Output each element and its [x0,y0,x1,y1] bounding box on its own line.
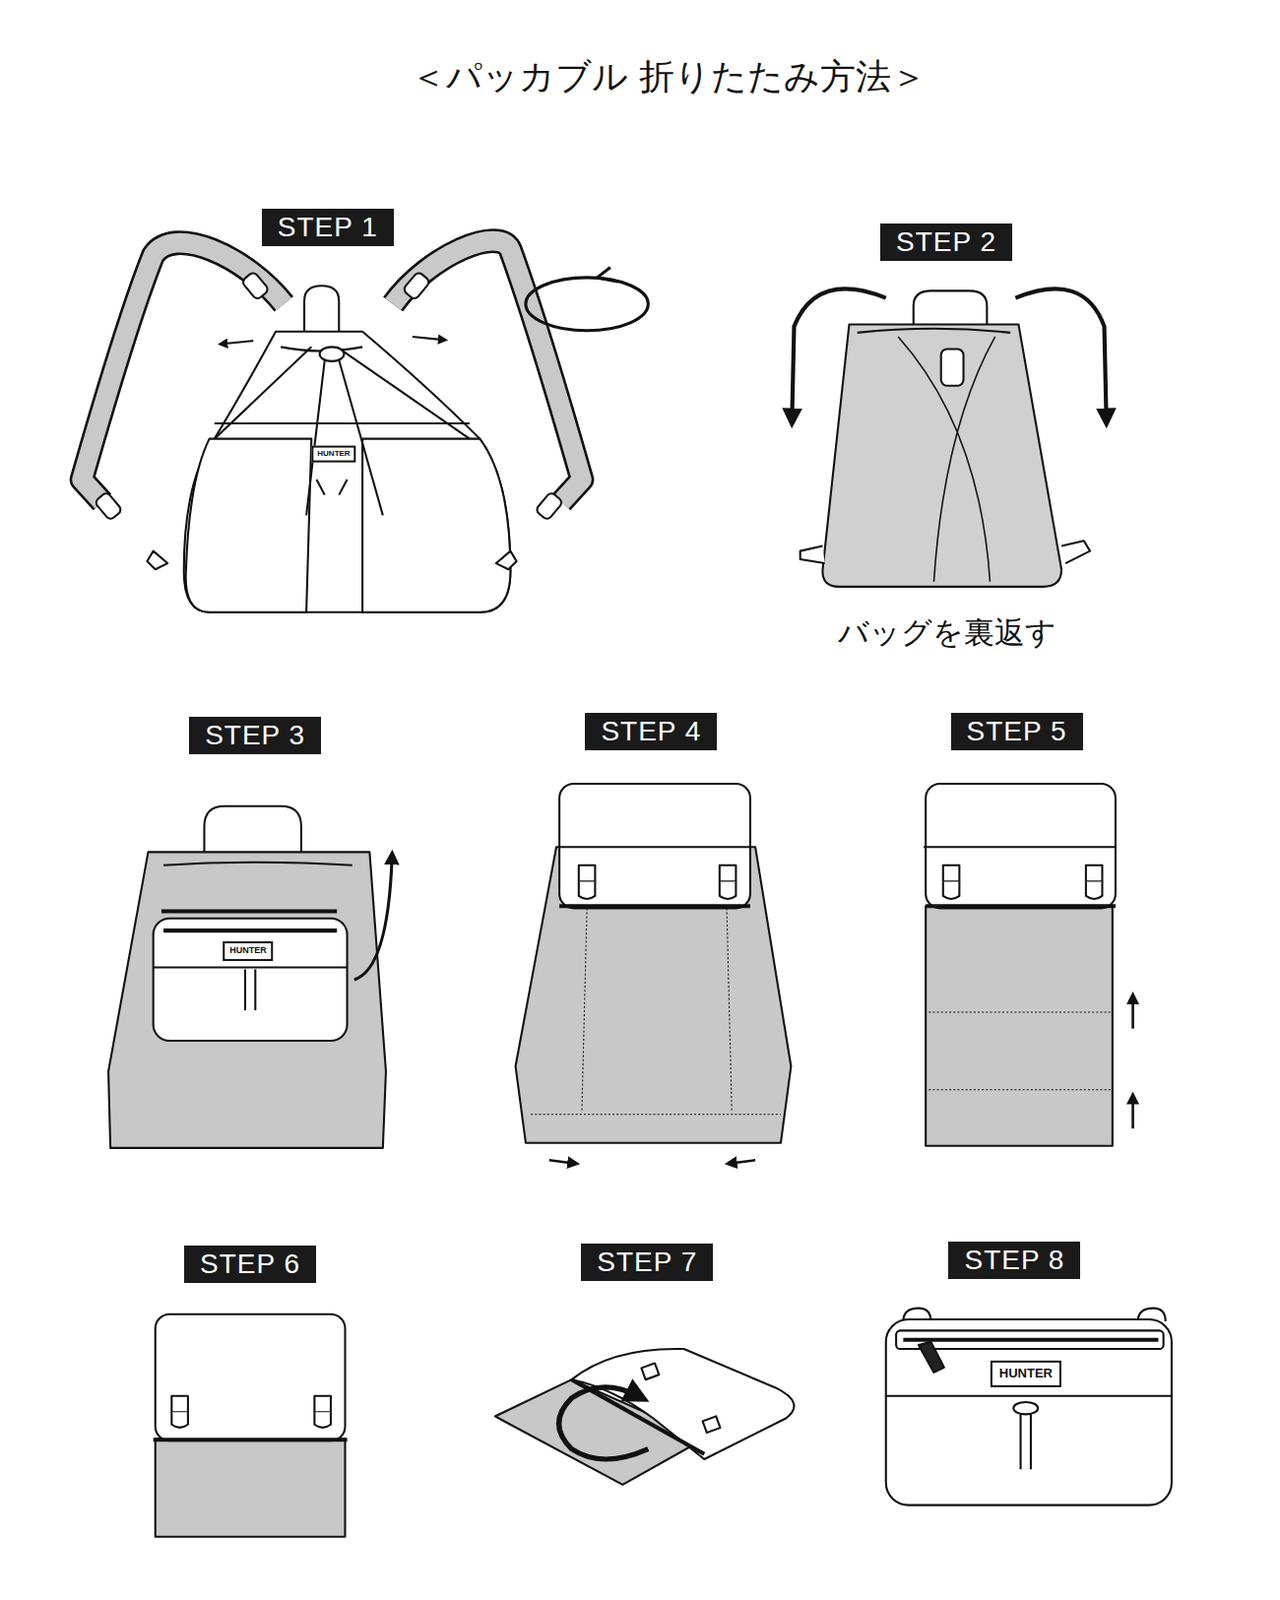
step-number: STEP 7 [596,1246,698,1278]
brand-logo: HUNTER [311,446,356,463]
step-number: STEP 8 [963,1244,1065,1276]
instruction-note: バッグを裏返す [837,612,1057,654]
brand-logo: HUNTER [222,941,274,961]
step-badge: STEP 8 [948,1241,1081,1280]
step-number: STEP 3 [204,719,306,751]
title: ＜パッカブル 折りたたみ方法＞ [410,52,927,101]
instruction-text: バッグを裏返す [837,614,1057,650]
step-number: STEP 4 [600,715,702,747]
step-badge: STEP 2 [880,223,1013,261]
step-number: STEP 1 [277,211,379,243]
step-badge: STEP 1 [261,208,394,247]
brand-logo: HUNTER [990,1360,1062,1387]
step-badge: STEP 6 [184,1245,317,1283]
step-number: STEP 2 [896,226,997,257]
step-number: STEP 5 [966,715,1068,747]
logo-text: HUNTER [229,945,267,956]
step-number: STEP 6 [199,1248,301,1280]
step-badge: STEP 5 [951,712,1084,751]
step-badge: STEP 3 [189,716,321,755]
logo-text: HUNTER [999,1365,1053,1381]
title-text: ＜パッカブル 折りたたみ方法＞ [410,55,927,96]
step-badge: STEP 7 [580,1243,713,1281]
step-badge: STEP 4 [584,712,717,751]
logo-text: HUNTER [317,448,350,458]
